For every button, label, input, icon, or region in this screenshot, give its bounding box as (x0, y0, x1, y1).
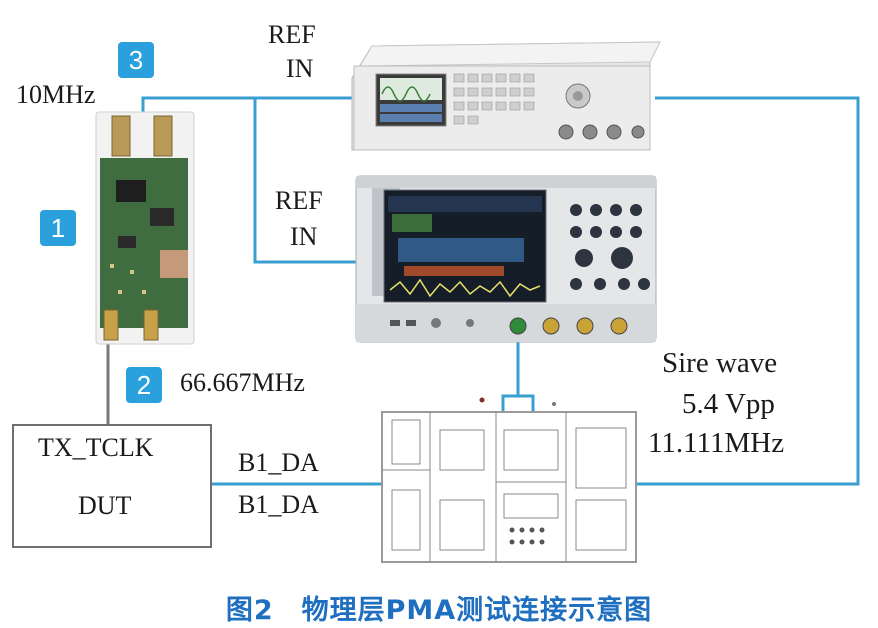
badge-three: 3 (118, 42, 154, 78)
b1-da-top-label: B1_DA (238, 448, 319, 477)
freq-66mhz-label: 66.667MHz (180, 368, 305, 397)
oscilloscope (355, 175, 657, 343)
sine-wave-label: Sire wave (662, 347, 778, 379)
wire-ref-branch-scope (253, 98, 358, 264)
b1-da-bottom-label: B1_DA (238, 490, 319, 519)
dut-tx-tclk-label: TX_TCLK (38, 433, 154, 462)
ref-in-mid-line2: IN (290, 222, 318, 251)
clock-board (95, 111, 195, 345)
ref-in-top-line2: IN (286, 54, 314, 83)
amplitude-label: 5.4 Vpp (682, 388, 775, 420)
dut-box (12, 424, 212, 548)
wire-10mhz-ref (141, 96, 358, 112)
test-fixture-schematic (381, 397, 637, 563)
ref-in-top-line1: REF (268, 20, 316, 49)
freq-10mhz-label: 10MHz (16, 80, 96, 109)
badge-two: 2 (126, 367, 162, 403)
wire-scope-to-board (501, 338, 535, 412)
ref-in-mid-line1: REF (275, 186, 323, 215)
signal-generator (351, 41, 661, 151)
wires-group (141, 96, 860, 486)
freq-11mhz-label: 11.111MHz (648, 427, 785, 459)
wire-siggen-right (636, 96, 860, 486)
badge-one: 1 (40, 210, 76, 246)
dut-label: DUT (78, 491, 132, 520)
figure-caption: 图2 物理层PMA测试连接示意图 (225, 595, 653, 626)
